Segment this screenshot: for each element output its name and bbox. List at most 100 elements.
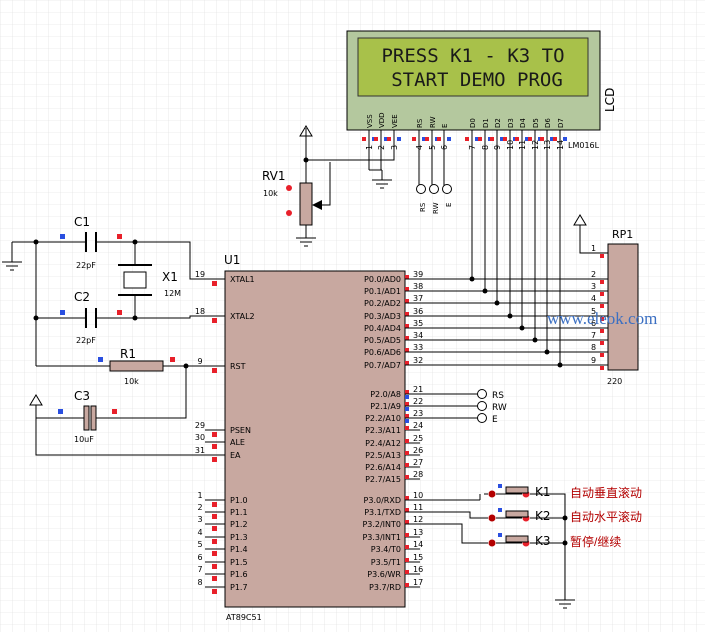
power-icon (573, 214, 587, 226)
r1-value: 10k (124, 377, 139, 386)
mcu-pin-name: P3.3/INT1 (362, 533, 401, 542)
key-ref: K1 (535, 485, 551, 499)
junctions (33, 157, 568, 546)
mcu-pin-name: ALE (230, 438, 245, 447)
pin-state-marker (437, 137, 441, 141)
pin-state-marker (212, 551, 217, 556)
pin-state-marker (500, 137, 504, 141)
mcu-pin-name: P3.1/TXD (364, 508, 401, 517)
rp1-pin-number: 2 (591, 270, 596, 279)
rp1-pin-number: 7 (591, 331, 596, 340)
ground-icon (372, 170, 392, 189)
resistor-r1[interactable]: R1 10k (98, 347, 175, 386)
mcu-pin-number: 33 (413, 343, 423, 352)
mcu-pin-number: 31 (195, 446, 205, 455)
key-k1-button[interactable]: K1 自动垂直滚动 (484, 484, 642, 500)
lcd-pin-label: D3 (507, 118, 515, 128)
capacitor-c1[interactable]: C1 22pF (60, 215, 122, 270)
pin-state-marker (515, 137, 519, 141)
mcu-part: AT89C51 (226, 613, 262, 622)
lcd-pin-label: RS (416, 118, 424, 128)
mcu-pin-number: 22 (413, 397, 423, 406)
pin-state-marker (405, 312, 409, 316)
lcd-line-1: PRESS K1 - K3 TO (381, 45, 564, 67)
pin-state-marker (600, 304, 604, 308)
capacitor-c3[interactable]: C3 10uF (58, 389, 117, 444)
mcu-pin-number: 37 (413, 294, 423, 303)
pin-state-marker (600, 353, 604, 357)
pin-state-marker (405, 336, 409, 340)
lcd-pin-label: D7 (557, 118, 565, 128)
rv1-value: 10k (263, 189, 278, 198)
pin-state-marker (405, 508, 409, 512)
lcd-part: LM016L (568, 141, 600, 150)
lcd-line-2: START DEMO PROG (391, 69, 563, 91)
pin-state-marker (405, 414, 409, 418)
pin-state-marker (525, 137, 529, 141)
rp1-pin-number: 8 (591, 343, 596, 352)
mcu-pin-number: 8 (197, 578, 202, 587)
key-function-label: 自动垂直滚动 (570, 485, 642, 500)
x1-ref: X1 (162, 270, 178, 284)
mcu-pin-number: 17 (413, 578, 423, 587)
pin-state-marker (405, 451, 409, 455)
mcu-pin-name: P1.6 (230, 570, 248, 579)
mcu-body (224, 270, 406, 608)
c1-value: 22pF (76, 261, 96, 270)
mcu-pin-number: 29 (195, 421, 205, 430)
ground-icon (555, 599, 575, 609)
pin-state-marker (405, 348, 409, 352)
mcu-pin-number: 6 (197, 553, 202, 562)
pin-state-marker (405, 426, 409, 430)
key-ref: K3 (535, 534, 551, 548)
mcu-pin-number: 11 (413, 503, 423, 512)
pin-state-marker (405, 361, 409, 365)
mcu-pin-number: 3 (197, 515, 202, 524)
pin-state-marker (540, 137, 544, 141)
rp1-pin-number: 9 (591, 356, 596, 365)
capacitor-c2[interactable]: C2 22pF (60, 290, 122, 345)
mcu-pin-number: 1 (197, 491, 202, 500)
mcu-u1[interactable]: U1 AT89C51 19XTAL118XTAL29RST29PSEN30ALE… (195, 253, 423, 622)
mcu-pin-number: 36 (413, 307, 423, 316)
mcu-pin-name: P1.5 (230, 558, 248, 567)
probe-p2-e: E (492, 415, 498, 425)
ground-icon (296, 237, 316, 247)
pin-state-marker (600, 341, 604, 345)
lcd-pin-label: D2 (494, 118, 502, 128)
c1-ref: C1 (74, 215, 90, 229)
mcu-pin-name: P0.5/AD5 (364, 336, 401, 345)
pin-state-marker (405, 395, 409, 399)
mcu-pin-number: 7 (197, 565, 202, 574)
mcu-pin-name: P0.6/AD6 (364, 348, 401, 357)
pin-state-marker (422, 137, 426, 141)
pin-state-marker (212, 368, 217, 373)
mcu-pin-name: P1.1 (230, 508, 248, 517)
pin-state-marker (212, 444, 217, 449)
key-plunger-icon (505, 510, 529, 518)
pin-state-marker (405, 275, 409, 279)
probe-lcd-e: E (445, 203, 453, 207)
mcu-right-pins: 39P0.0/AD038P0.1/AD137P0.2/AD236P0.3/AD3… (362, 270, 423, 592)
pin-state-marker (212, 564, 217, 569)
mcu-pin-name: P2.7/A15 (365, 475, 401, 484)
probe-p2-rs: RS (492, 391, 504, 401)
mcu-pin-number: 28 (413, 470, 423, 479)
mcu-pin-name: P2.0/A8 (370, 390, 401, 399)
c2-ref: C2 (74, 290, 90, 304)
crystal-x1[interactable]: X1 12M (118, 264, 181, 298)
pin-state-marker (405, 299, 409, 303)
potentiometer-rv1[interactable]: RV1 10k (262, 169, 322, 226)
pin-state-marker (425, 137, 429, 141)
pin-state-marker (405, 439, 409, 443)
mcu-pin-number: 32 (413, 356, 423, 365)
mcu-pin-number: 26 (413, 446, 423, 455)
pin-state-marker (528, 137, 532, 141)
key-contact-icon (488, 539, 496, 547)
